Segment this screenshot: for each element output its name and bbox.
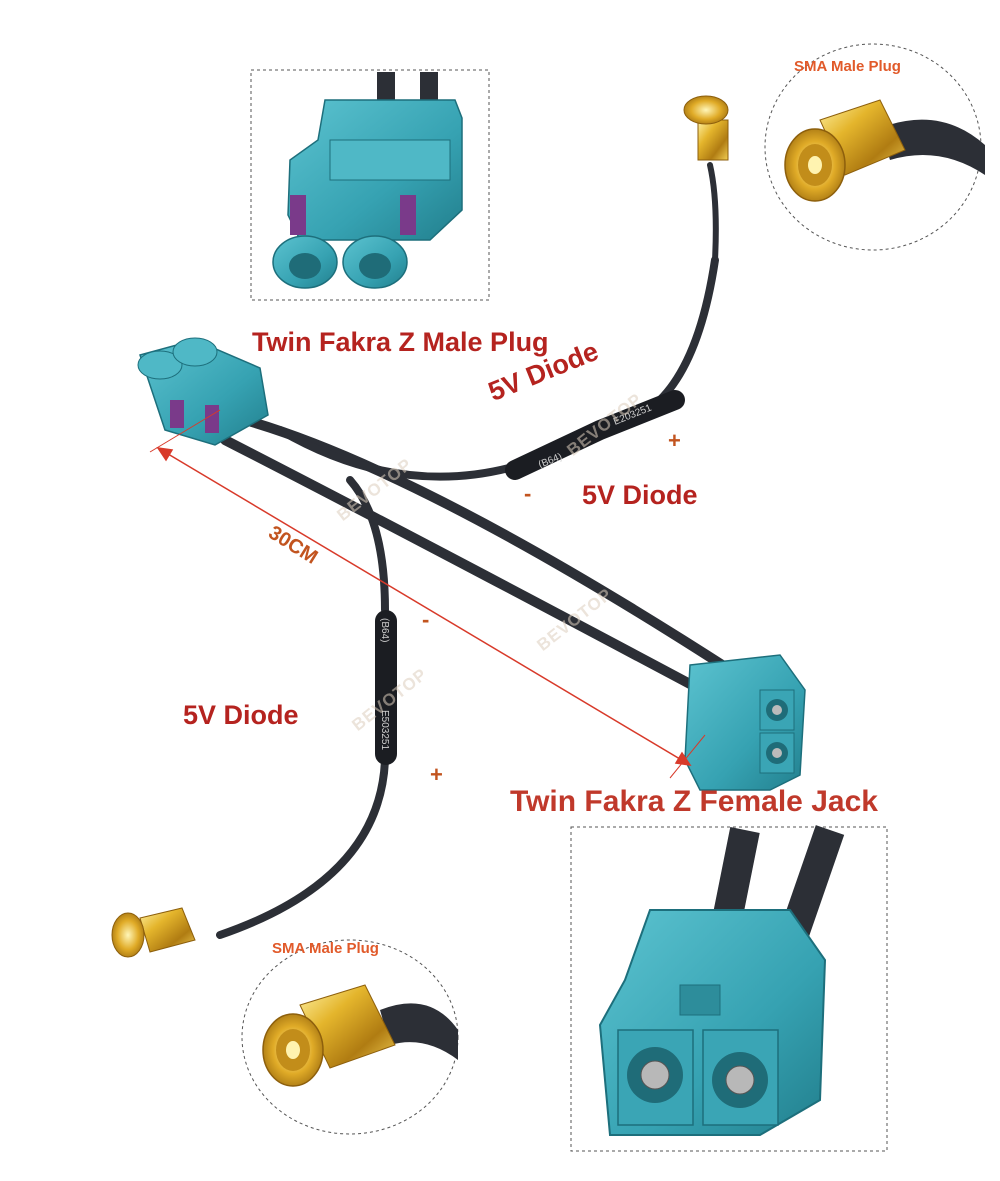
twin-fakra-female-jack xyxy=(684,654,806,791)
twin-fakra-male-plug xyxy=(137,337,269,446)
diode-top-plus-sign: + xyxy=(668,428,681,453)
male-plug-detail-inset xyxy=(250,69,490,301)
diode-top-minus-sign: - xyxy=(524,481,532,506)
sma-plug-top xyxy=(683,95,729,161)
diode-left: (B64) E503251 xyxy=(375,610,397,765)
sma-bottom-label: SMA Male Plug xyxy=(272,940,379,957)
sma-top-detail-inset xyxy=(764,43,985,251)
sma-top-label: SMA Male Plug xyxy=(794,58,901,75)
length-dimension-line xyxy=(149,409,706,779)
diode-left-plus-sign: + xyxy=(430,762,443,787)
diode-left-label: 5V Diode xyxy=(183,700,299,730)
diode-left-marking-text: E503251 xyxy=(379,710,390,750)
diode-right-label: 5V Diode xyxy=(582,480,698,510)
female-jack-label: Twin Fakra Z Female Jack xyxy=(510,785,878,818)
diode-left-band-text: (B64) xyxy=(379,618,390,642)
female-jack-detail-inset xyxy=(570,825,888,1152)
diode-left-minus-sign: - xyxy=(422,607,430,632)
sma-bottom-detail-inset xyxy=(241,939,459,1135)
male-plug-label: Twin Fakra Z Male Plug xyxy=(252,327,549,357)
diode-top: (B64) E203251 xyxy=(505,390,685,480)
sma-plug-bottom xyxy=(111,907,196,958)
